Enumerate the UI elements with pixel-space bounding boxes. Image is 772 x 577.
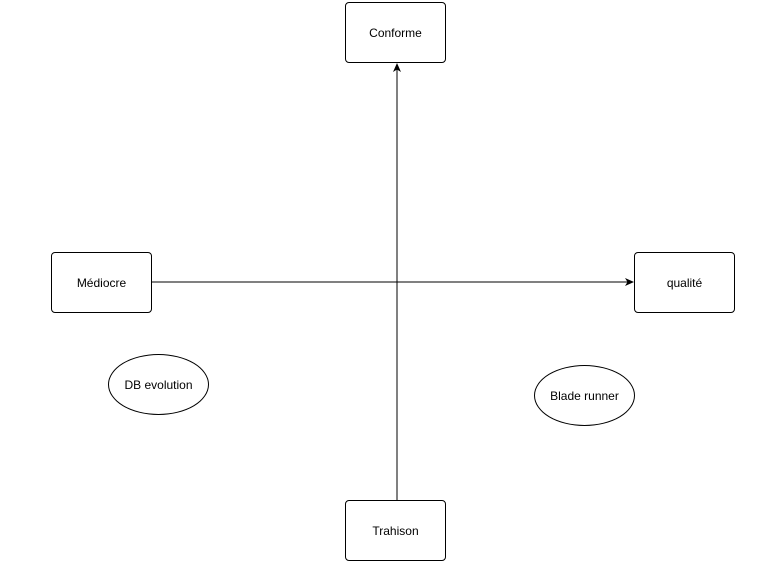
node-qualite[interactable]: qualité [634,252,735,313]
ellipse-blade-runner-label: Blade runner [550,388,619,403]
node-trahison[interactable]: Trahison [345,500,446,561]
ellipse-blade-runner[interactable]: Blade runner [534,365,635,426]
node-conforme[interactable]: Conforme [345,2,446,63]
node-trahison-label: Trahison [372,523,419,538]
node-conforme-label: Conforme [369,25,422,40]
node-mediocre-label: Médiocre [76,275,127,290]
node-qualite-label: qualité [666,275,703,290]
ellipse-db-evolution-label: DB evolution [124,377,193,392]
node-mediocre[interactable]: Médiocre [51,252,152,313]
ellipse-db-evolution[interactable]: DB evolution [108,354,209,415]
